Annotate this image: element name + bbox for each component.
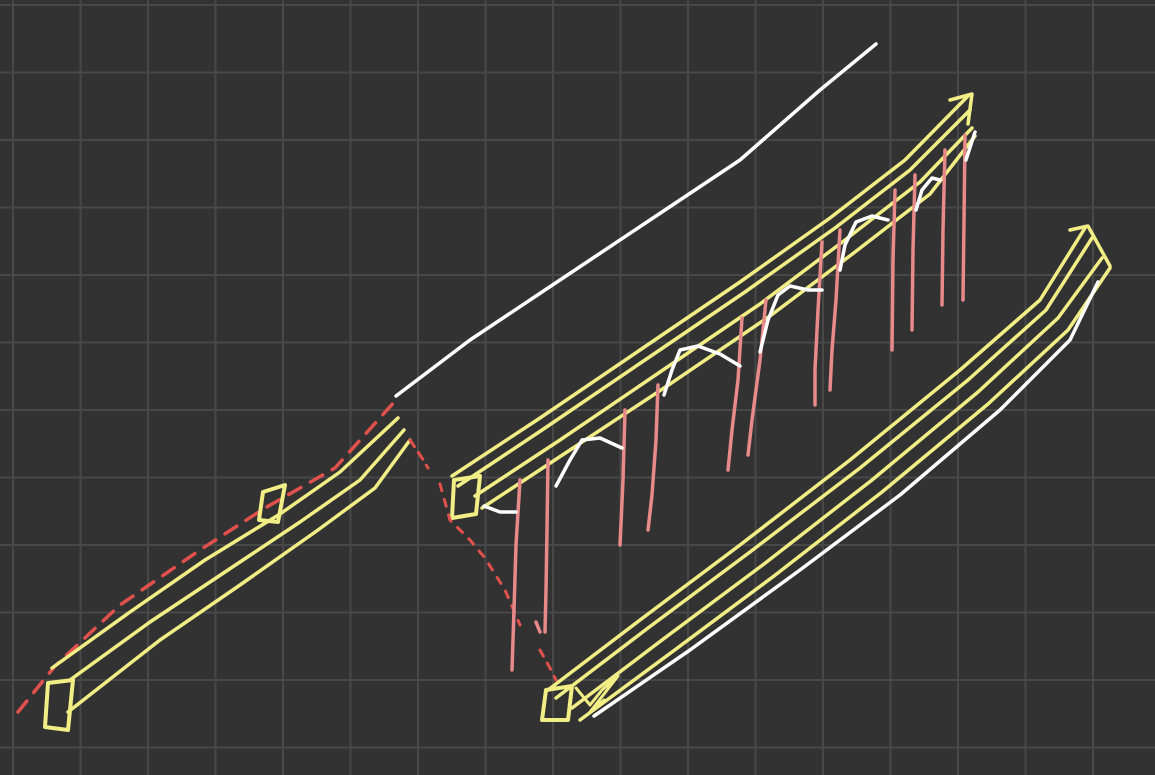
left-beam-bottom-edge xyxy=(66,438,412,714)
support-post xyxy=(534,620,542,634)
middle-beam xyxy=(438,92,977,627)
brace xyxy=(662,344,742,397)
brace xyxy=(482,504,518,514)
support-post xyxy=(746,298,768,457)
support-post xyxy=(813,240,824,407)
support-post xyxy=(646,383,660,532)
left-beam-end-cap xyxy=(43,678,75,732)
support-post xyxy=(890,188,897,352)
left-beam-tail-red xyxy=(408,438,430,470)
right-beam xyxy=(538,224,1112,722)
long-white-line xyxy=(394,42,878,398)
middle-beam-top-edge-2 xyxy=(456,108,972,488)
support-posts xyxy=(510,133,967,672)
middle-beam-middle-edge xyxy=(473,126,974,498)
brace xyxy=(838,214,890,272)
left-beam-middle-edge xyxy=(68,428,406,682)
right-beam-end-cap xyxy=(540,684,574,722)
right-beam-top-edge xyxy=(546,226,1087,692)
left-beam-dashed-guide xyxy=(16,398,398,714)
right-beam-bottom-edge xyxy=(578,266,1112,722)
middle-beam-far-cap xyxy=(948,92,974,126)
left-beam-top-edge xyxy=(50,416,400,670)
support-post xyxy=(910,173,917,332)
support-post xyxy=(726,316,744,472)
support-post xyxy=(828,228,842,392)
brace xyxy=(964,130,977,162)
white-braces xyxy=(482,130,977,514)
support-post xyxy=(543,458,550,634)
right-beam-middle-edge xyxy=(570,256,1104,710)
support-post xyxy=(618,408,627,547)
left-beam-mid-cap xyxy=(257,483,287,524)
right-beam-red-dash xyxy=(538,648,558,682)
right-beam-end-scribble xyxy=(574,674,620,714)
right-beam-white-edge xyxy=(592,280,1100,718)
right-beam-top-edge-2 xyxy=(554,236,1094,700)
support-post xyxy=(510,478,522,672)
middle-beam-end-cap xyxy=(450,474,482,520)
middle-beam-red-dash xyxy=(438,482,522,627)
right-beam-far-cap xyxy=(1068,224,1112,268)
brace xyxy=(554,436,624,488)
brace xyxy=(758,284,824,354)
left-beam xyxy=(16,398,430,732)
middle-beam-top-edge xyxy=(450,94,970,478)
support-post xyxy=(961,133,967,302)
support-post xyxy=(940,148,947,307)
brace xyxy=(914,176,942,212)
